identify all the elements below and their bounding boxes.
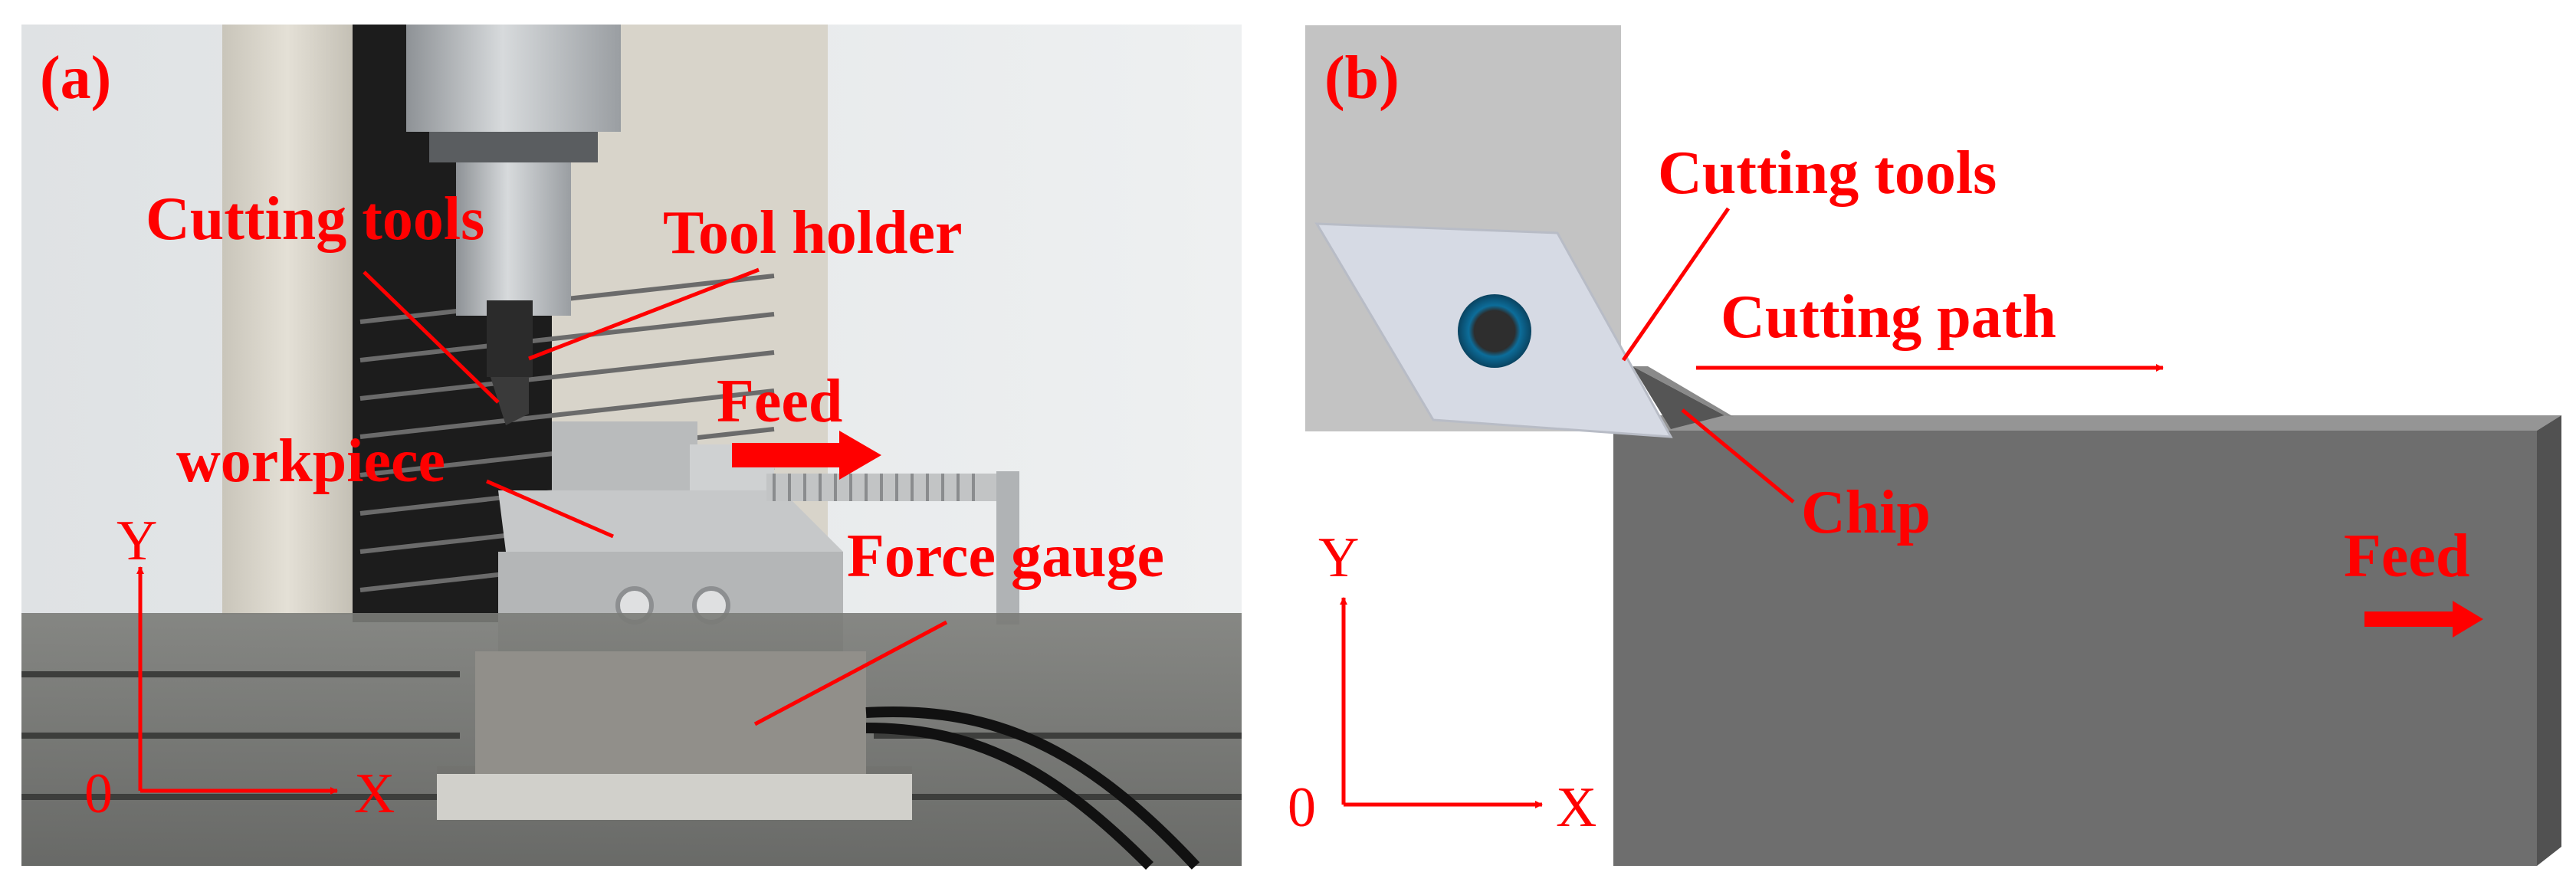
origin-label-a: 0 [84, 762, 113, 825]
label-tool-holder: Tool holder [663, 199, 962, 267]
label-chip: Chip [1801, 479, 1931, 546]
label-cutting-path: Cutting path [1721, 284, 2056, 351]
panel-a-label: (a) [40, 44, 111, 112]
label-force-gauge: Force gauge [847, 523, 1164, 590]
leader-force-gauge [753, 620, 948, 726]
photo [21, 25, 1242, 870]
leader-cutting-tools [363, 270, 500, 404]
x-axis-label-a: X [354, 762, 395, 825]
x-axis-label-b: X [1556, 776, 1596, 839]
label-feed-b: Feed [2344, 523, 2469, 590]
y-axis-label-b: Y [1318, 526, 1359, 589]
label-cutting-tools-b: Cutting tools [1658, 139, 1997, 207]
panel-b-label: (b) [1324, 44, 1400, 112]
label-workpiece: workpiece [176, 428, 445, 495]
panel-a: (a) Cutting tools Tool holder Feed workp… [21, 25, 1242, 870]
leader-cutting-tools-b [1621, 207, 1731, 362]
leader-tool-holder [528, 267, 760, 361]
chip [1633, 366, 1724, 429]
label-feed: Feed [717, 368, 842, 435]
leader-workpiece [486, 479, 614, 539]
axes-a: Y X 0 [84, 510, 395, 825]
axes-b: Y X 0 [1288, 526, 1596, 839]
y-axis-label-a: Y [116, 510, 157, 572]
origin-label-b: 0 [1288, 776, 1316, 839]
workpiece-block [1613, 415, 2561, 866]
label-cutting-tools: Cutting tools [146, 185, 484, 253]
panel-b: (b) Cutting tools Cutting path Chip Feed… [1288, 25, 2561, 866]
leader-chip [1681, 408, 1795, 503]
feed-arrow [732, 431, 881, 480]
feed-arrow-b [2364, 601, 2483, 638]
